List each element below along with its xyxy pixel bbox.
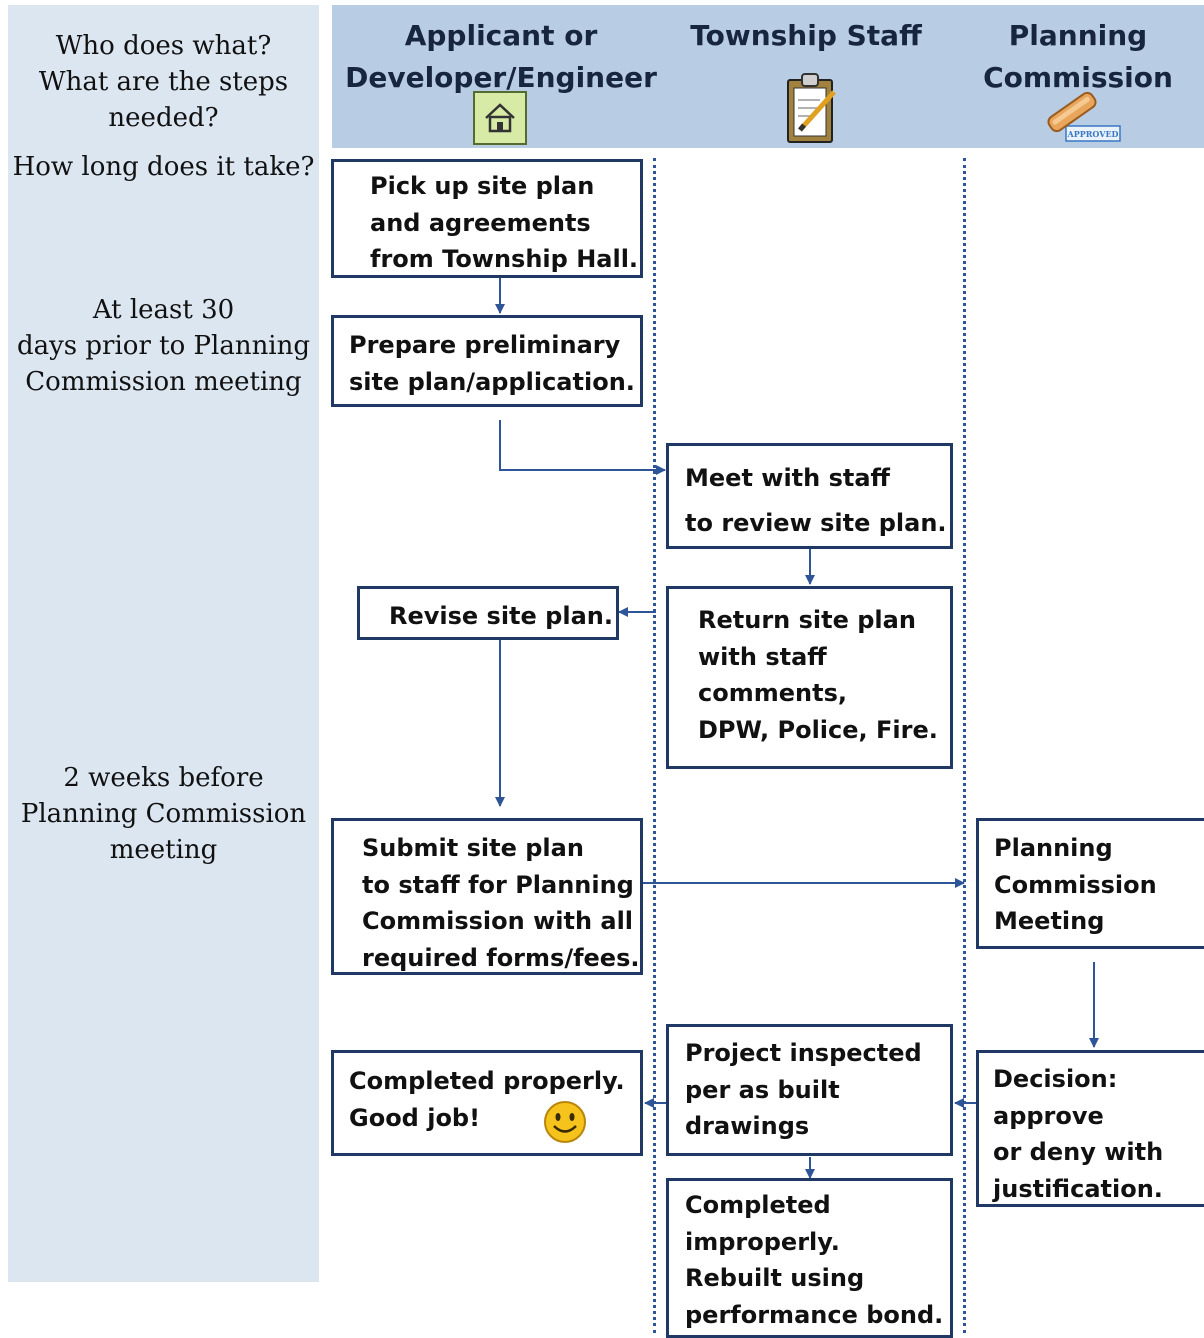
clipboard-pencil-icon — [787, 73, 836, 143]
lane-divider-applicant-staff — [653, 158, 656, 1333]
lane-divider-staff-commission — [963, 158, 966, 1333]
step-planning-commission-meeting: Planning Commission Meeting — [976, 818, 1204, 949]
step-submit-site-plan: Submit site plan to staff for Planning C… — [331, 818, 643, 975]
smiley-face-icon — [544, 1101, 586, 1143]
house-note-icon — [473, 91, 527, 145]
step-decision: Decision: approve or deny with justifica… — [976, 1050, 1204, 1207]
lane-title-applicant: Applicant or Developer/Engineer — [345, 19, 657, 94]
timing-at-least-30-days: At least 30 days prior to Planning Commi… — [16, 295, 311, 397]
step-meet-with-staff: Meet with staff to review site plan. — [666, 443, 953, 549]
left-timing-panel — [8, 5, 319, 1282]
step-pick-up-site-plan: Pick up site plan and agreements from To… — [331, 159, 643, 278]
step-completed-improperly: Completed improperly. Rebuilt using perf… — [666, 1178, 953, 1338]
step-prepare-preliminary-plan: Prepare preliminary site plan/applicatio… — [331, 315, 643, 407]
how-long-question: How long does it take? — [12, 152, 315, 182]
step-revise-site-plan: Revise site plan. — [357, 586, 619, 640]
lane-title-planning-commission: Planning Commission — [983, 19, 1173, 94]
arrow-prepare-to-meet — [499, 420, 666, 475]
who-does-what-question: Who does what? What are the steps needed… — [38, 31, 289, 133]
step-return-site-plan: Return site plan with staff comments, DP… — [666, 586, 953, 769]
step-completed-properly: Completed properly. Good job! — [331, 1050, 643, 1156]
step-project-inspected: Project inspected per as built drawings — [666, 1024, 953, 1156]
timing-2-weeks-before: 2 weeks before Planning Commission meeti… — [20, 763, 307, 865]
lane-title-township-staff: Township Staff — [690, 19, 922, 52]
stamp-approved-label: APPROVED — [1067, 129, 1119, 139]
approved-stamp-icon: APPROVED — [1047, 91, 1121, 142]
